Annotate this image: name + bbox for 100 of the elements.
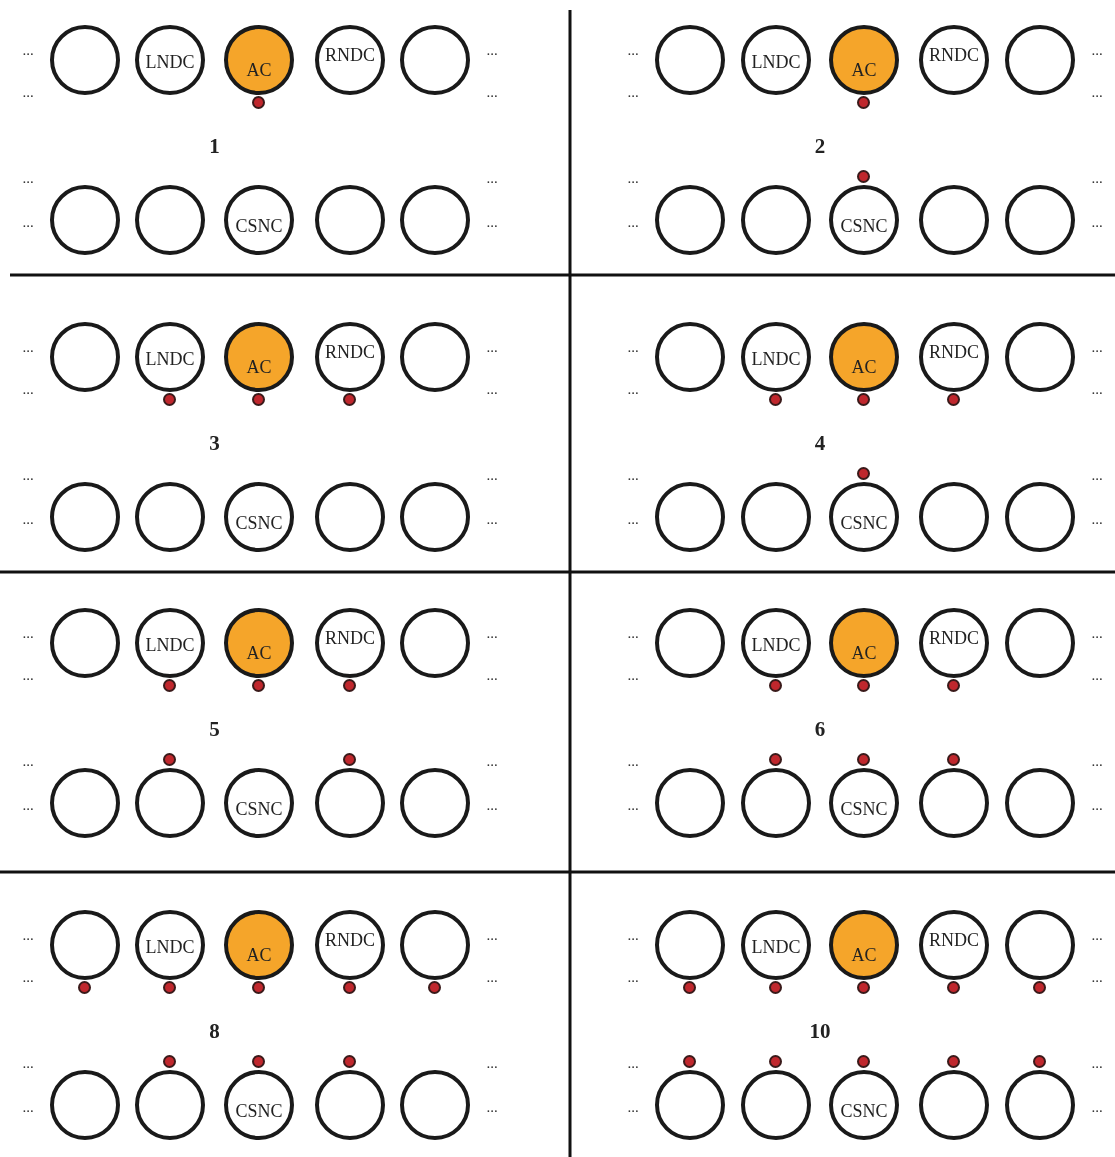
node-label: AC — [246, 644, 272, 662]
dot-marker — [252, 1055, 265, 1068]
node-label: AC — [851, 358, 877, 376]
panel-number: 2 — [814, 136, 826, 157]
ellipsis-text: ... — [486, 214, 498, 230]
ellipsis-text: ... — [627, 467, 639, 483]
dot-marker — [252, 96, 265, 109]
ellipsis-text: ... — [22, 753, 34, 769]
ellipsis-text: ... — [486, 339, 498, 355]
node-label: AC — [246, 946, 272, 964]
ellipsis-text: ... — [1091, 381, 1103, 397]
node-label: AC — [851, 61, 877, 79]
ellipsis-text: ... — [486, 42, 498, 58]
ellipsis-text: ... — [1091, 797, 1103, 813]
node-label: LNDC — [751, 53, 801, 71]
dot-marker — [769, 679, 782, 692]
dot-marker — [857, 393, 870, 406]
dot-marker — [1033, 1055, 1046, 1068]
ellipsis-text: ... — [1091, 214, 1103, 230]
node-label: AC — [851, 946, 877, 964]
ellipsis-text: ... — [22, 214, 34, 230]
ellipsis-text: ... — [627, 625, 639, 641]
dot-marker — [163, 393, 176, 406]
node-label: LNDC — [751, 350, 801, 368]
node-label: AC — [246, 358, 272, 376]
ellipsis-text: ... — [22, 1055, 34, 1071]
ellipsis-text: ... — [22, 667, 34, 683]
dot-marker — [343, 753, 356, 766]
ellipsis-text: ... — [22, 381, 34, 397]
dot-marker — [947, 393, 960, 406]
dot-marker — [163, 1055, 176, 1068]
ellipsis-text: ... — [486, 84, 498, 100]
node-label: CSNC — [235, 217, 283, 235]
ellipsis-text: ... — [1091, 927, 1103, 943]
node-label: RNDC — [929, 46, 979, 64]
ellipsis-text: ... — [627, 753, 639, 769]
dot-marker — [769, 753, 782, 766]
ellipsis-text: ... — [627, 969, 639, 985]
ellipsis-text: ... — [22, 797, 34, 813]
dot-marker — [343, 1055, 356, 1068]
ellipsis-text: ... — [486, 667, 498, 683]
panel-number: 5 — [209, 719, 220, 740]
ellipsis-text: ... — [1091, 339, 1103, 355]
ellipsis-text: ... — [627, 381, 639, 397]
dot-marker — [163, 753, 176, 766]
ellipsis-text: ... — [627, 170, 639, 186]
ellipsis-text: ... — [486, 381, 498, 397]
node-label: AC — [851, 644, 877, 662]
ellipsis-text: ... — [1091, 42, 1103, 58]
ellipsis-text: ... — [22, 1099, 34, 1115]
ellipsis-text: ... — [627, 42, 639, 58]
dot-marker — [343, 393, 356, 406]
panel-number: 8 — [209, 1021, 220, 1042]
node-label: RNDC — [325, 46, 375, 64]
dot-marker — [857, 753, 870, 766]
node-label: LNDC — [145, 53, 195, 71]
node-label: LNDC — [145, 636, 195, 654]
node-label: RNDC — [929, 343, 979, 361]
node-label: RNDC — [929, 931, 979, 949]
ellipsis-text: ... — [627, 1099, 639, 1115]
ellipsis-text: ... — [1091, 625, 1103, 641]
dot-marker — [857, 96, 870, 109]
dot-marker — [857, 467, 870, 480]
dot-marker — [343, 679, 356, 692]
panel-number: 6 — [814, 719, 826, 740]
ellipsis-text: ... — [22, 84, 34, 100]
panel-number: 4 — [814, 433, 826, 454]
ellipsis-text: ... — [22, 170, 34, 186]
ellipsis-text: ... — [22, 625, 34, 641]
node-label: LNDC — [751, 938, 801, 956]
node-label: LNDC — [145, 350, 195, 368]
dot-marker — [343, 981, 356, 994]
dot-marker — [857, 1055, 870, 1068]
dot-marker — [857, 170, 870, 183]
node-label: RNDC — [325, 931, 375, 949]
ellipsis-text: ... — [1091, 511, 1103, 527]
ellipsis-text: ... — [486, 467, 498, 483]
dot-marker — [252, 679, 265, 692]
panel-number: 10 — [809, 1021, 831, 1042]
ellipsis-text: ... — [627, 667, 639, 683]
node-label: CSNC — [235, 1102, 283, 1120]
ellipsis-text: ... — [627, 84, 639, 100]
ellipsis-text: ... — [1091, 969, 1103, 985]
node-label: CSNC — [840, 1102, 888, 1120]
ellipsis-text: ... — [22, 42, 34, 58]
ellipsis-text: ... — [22, 927, 34, 943]
ellipsis-text: ... — [627, 339, 639, 355]
ellipsis-text: ... — [486, 1099, 498, 1115]
dot-marker — [428, 981, 441, 994]
node-label: CSNC — [235, 514, 283, 532]
node-label: CSNC — [840, 514, 888, 532]
dot-marker — [947, 679, 960, 692]
ellipsis-text: ... — [486, 969, 498, 985]
ellipsis-text: ... — [486, 625, 498, 641]
node-label: AC — [246, 61, 272, 79]
ellipsis-text: ... — [486, 170, 498, 186]
ellipsis-text: ... — [627, 511, 639, 527]
dot-marker — [683, 1055, 696, 1068]
dot-marker — [683, 981, 696, 994]
node-label: LNDC — [145, 938, 195, 956]
